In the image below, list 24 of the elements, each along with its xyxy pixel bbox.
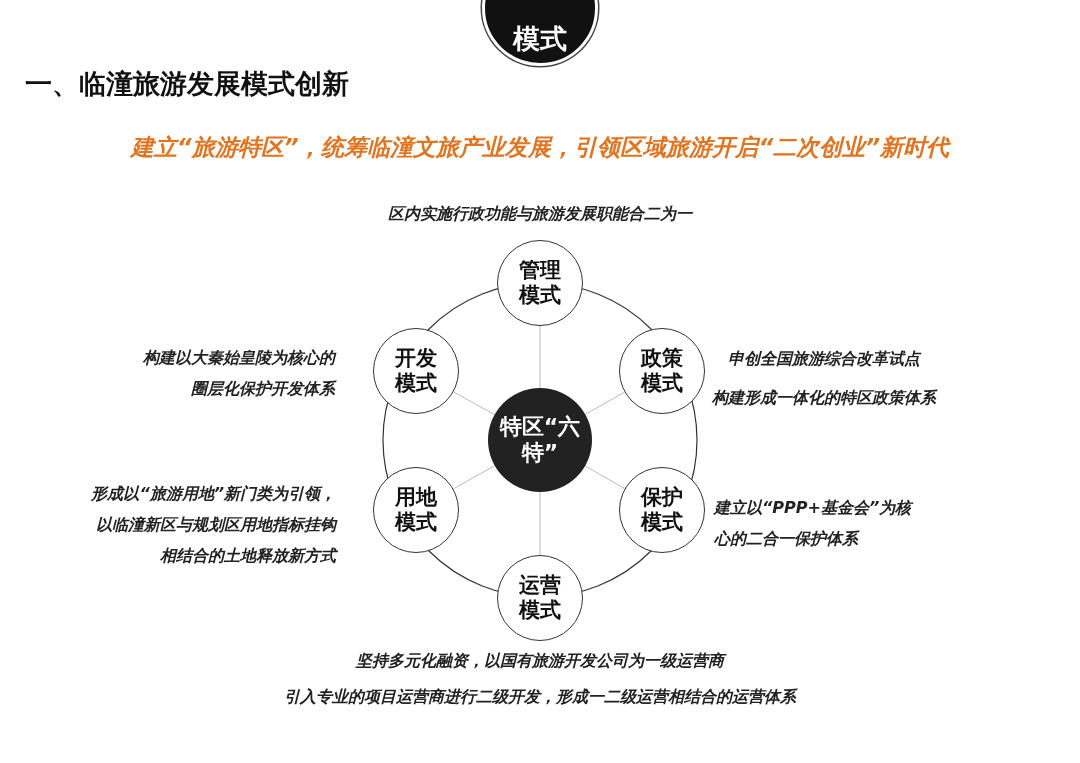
connector-line	[539, 491, 541, 556]
node-label: 管理模式	[517, 257, 562, 309]
node-label: 运营模式	[517, 572, 562, 624]
description-text: 建立以“PPP+基金会”为核心的二合一保护体系	[714, 497, 915, 550]
page-title: 一、临潼旅游发展模式创新	[25, 67, 349, 101]
connector-line	[584, 391, 626, 415]
description-text: 申创全国旅游综合改革试点	[728, 348, 923, 370]
description-text: 坚持多元化融资，以国有旅游开发公司为一级运营商	[240, 645, 840, 676]
node-label: 特区“六特”	[498, 413, 582, 467]
connector-line	[584, 465, 626, 490]
connector-line	[539, 325, 541, 389]
description-text: 形成以“旅游用地”新门类为引领，以临潼新区与规划区用地指标挂钩相结合的土地释放新方式	[89, 483, 336, 567]
node-label: 开发模式	[393, 345, 438, 397]
subtitle: 建立“旅游特区”，统筹临潼文旅产业发展，引领区域旅游开启“二次创业”新时代	[128, 133, 952, 162]
description-text: 构建形成一体化的特区政策体系	[712, 387, 939, 409]
connector-line	[453, 391, 496, 416]
node-label: 保护模式	[639, 484, 684, 536]
node-label: 政策模式	[639, 345, 684, 397]
node-label: 用地模式	[393, 484, 438, 536]
node-label: 模式	[511, 22, 568, 55]
description-text: 区内实施行政功能与旅游发展职能合二为一	[387, 203, 694, 225]
description-text: 引入专业的项目运营商进行二级开发，形成一二级运营相结合的运营体系	[283, 686, 799, 708]
description-text: 构建以大秦始皇陵为核心的圈层化保护开发体系	[142, 347, 335, 400]
connector-line	[452, 465, 496, 490]
